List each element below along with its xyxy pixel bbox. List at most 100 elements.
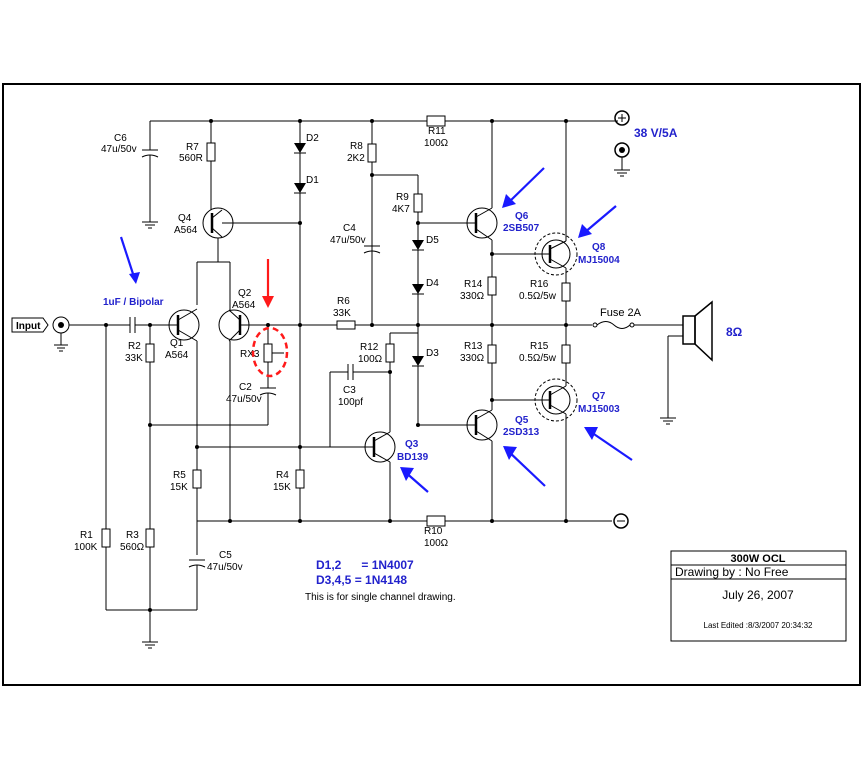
c5-label: C5: [219, 550, 232, 561]
c6-label: C6: [114, 133, 127, 144]
diode-d1-icon: [294, 183, 306, 194]
q2-value: A564: [232, 300, 256, 311]
r7-value: 560R: [179, 153, 203, 164]
d5-label: D5: [426, 235, 439, 246]
title-block-date: July 26, 2007: [722, 588, 794, 602]
transistor-q4-icon: [202, 207, 300, 239]
r2-label: R2: [128, 341, 141, 352]
title-block-edited: Last Edited :8/3/2007 20:34:32: [704, 621, 814, 630]
r14-value: 330Ω: [460, 291, 485, 302]
cap-note: 1uF / Bipolar: [103, 297, 164, 308]
resistor-r4-icon: [295, 469, 305, 489]
rx3-label: RX3: [240, 349, 260, 360]
c4-value: 47u/50v: [330, 235, 366, 246]
q2-label: Q2: [238, 288, 252, 299]
transistor-q6-icon: [466, 207, 498, 241]
r4-value: 15K: [273, 482, 291, 493]
c2-label: C2: [239, 382, 252, 393]
junction-dots: [104, 119, 568, 612]
q4-value: A564: [174, 225, 198, 236]
r14-label: R14: [464, 279, 483, 290]
resistor-r1-icon: [101, 528, 111, 548]
c5-value: 47u/50v: [207, 562, 243, 573]
positive-rail: [150, 115, 618, 127]
r4-label: R4: [276, 470, 289, 481]
highlight-q8: [534, 232, 578, 276]
fuse-icon: [592, 321, 635, 329]
r13-label: R13: [464, 341, 483, 352]
diode-d4-icon: [412, 284, 424, 295]
resistor-r7-icon: [206, 142, 216, 162]
q8-value: MJ15004: [578, 255, 620, 266]
trimmer-rx3-icon: [263, 343, 273, 363]
ground-icon: [614, 169, 630, 177]
d4-label: D4: [426, 278, 439, 289]
resistor-r9-icon: [413, 193, 423, 213]
note-diodes-2: D3,4,5 = 1N4148: [316, 573, 407, 587]
r12-label: R12: [360, 342, 379, 353]
r6-value: 33K: [333, 308, 351, 319]
title-block-title: 300W OCL: [730, 553, 785, 565]
r3-label: R3: [126, 530, 139, 541]
r2-value: 33K: [125, 353, 143, 364]
r11-value: 100Ω: [424, 138, 449, 149]
c2-value: 47u/50v: [226, 394, 262, 405]
red-arrow: [262, 259, 274, 308]
r5-value: 15K: [170, 482, 188, 493]
transistor-q7-icon: [540, 385, 571, 415]
diode-d5-icon: [412, 240, 424, 251]
resistor-r16-icon: [561, 282, 571, 302]
q3-value: BD139: [397, 452, 429, 463]
r8-value: 2K2: [347, 153, 365, 164]
blue-arrows: [119, 167, 633, 493]
resistor-r3-icon: [145, 528, 155, 548]
q5-label: Q5: [515, 415, 529, 426]
resistor-r13-icon: [487, 344, 497, 364]
highlight-rx3: [251, 326, 289, 378]
transistor-q1-icon: [168, 308, 200, 342]
negative-rail: [197, 515, 612, 527]
resistor-r5-icon: [192, 469, 202, 489]
transistor-q5-icon: [466, 409, 498, 442]
ground-icon: [142, 641, 158, 649]
capacitor-c3-icon: [347, 364, 354, 380]
input-label-box: Input: [11, 317, 49, 333]
transistor-q2-icon: [218, 309, 300, 342]
q5-value: 2SD313: [503, 427, 540, 438]
diode-d3-icon: [412, 356, 424, 367]
r12-value: 100Ω: [358, 354, 383, 365]
q6-label: Q6: [515, 211, 529, 222]
r10-value: 100Ω: [424, 538, 449, 549]
input-connector-icon: [52, 316, 70, 334]
resistor-r14-icon: [487, 276, 497, 296]
r16-value: 0.5Ω/5w: [519, 291, 557, 302]
r10-label: R10: [424, 526, 443, 537]
r16-label: R16: [530, 279, 549, 290]
resistor-r15-icon: [561, 344, 571, 364]
d3-label: D3: [426, 348, 439, 359]
fuse-label: Fuse 2A: [600, 307, 642, 319]
q4-label: Q4: [178, 213, 192, 224]
q7-label: Q7: [592, 391, 606, 402]
drawing-frame: [2, 83, 861, 686]
d1-label: D1: [306, 175, 319, 186]
c3-value: 100pf: [338, 397, 363, 408]
q8-label: Q8: [592, 242, 606, 253]
capacitor-c4-icon: [363, 245, 381, 254]
r11-label: R11: [428, 126, 446, 137]
title-block-drawn-by: Drawing by : No Free: [675, 565, 789, 579]
c4-label: C4: [343, 223, 356, 234]
negative-terminal-icon: [613, 513, 629, 529]
note-diodes-1: D1,2 = 1N4007: [316, 558, 414, 572]
c6-value: 47u/50v: [101, 144, 137, 155]
r1-label: R1: [80, 530, 93, 541]
ground-icon: [142, 221, 158, 229]
d2-label: D2: [306, 133, 319, 144]
r15-label: R15: [530, 341, 549, 352]
input-label: Input: [16, 321, 41, 332]
transistor-q8-icon: [540, 239, 571, 269]
r9-value: 4K7: [392, 204, 410, 215]
resistor-r6-icon: [336, 320, 356, 330]
q1-label: Q1: [170, 338, 184, 349]
